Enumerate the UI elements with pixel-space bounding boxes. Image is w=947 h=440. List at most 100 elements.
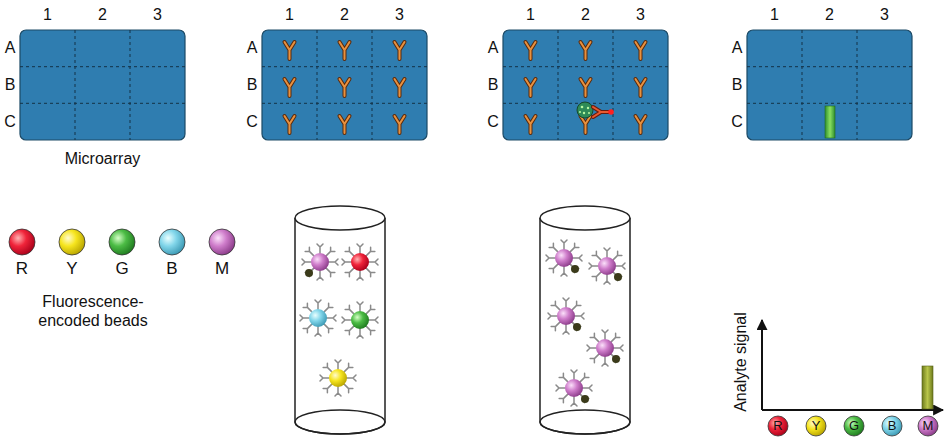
captured-beads (556, 370, 592, 406)
bound-microarray (636, 116, 646, 133)
captured-analyte (579, 111, 581, 113)
column-number: 2 (825, 5, 834, 24)
bead-circle (9, 229, 35, 255)
captured-analyte (577, 102, 593, 118)
encoded-bead: R (9, 229, 35, 281)
row-letter: C (731, 112, 743, 131)
bound-microarray (526, 79, 536, 96)
multiplex-beads (320, 360, 356, 396)
multiplex-beads (311, 253, 329, 271)
captured-beads (614, 273, 622, 281)
antibody-microarray (285, 79, 295, 96)
chart-axes (762, 320, 943, 410)
column-number: 2 (340, 5, 349, 24)
antibody-microarray (395, 116, 405, 133)
row-letter: B (488, 75, 499, 94)
panel-caption: Fluorescence-encoded beads (32, 292, 154, 330)
row-letter: C (246, 112, 258, 131)
row-letter: C (487, 112, 499, 131)
row-letter: A (247, 39, 258, 58)
microarray-grid (20, 30, 185, 140)
axis-letter: Y (812, 419, 821, 434)
antibody-microarray (340, 42, 350, 59)
captured-analyte (588, 112, 590, 114)
axis-bead-marker: G (844, 416, 864, 436)
captured-beads (587, 330, 623, 366)
multiplex-beads (342, 302, 378, 338)
antibody-microarray (262, 30, 427, 140)
captured-beads (555, 249, 573, 267)
bead-circle (844, 416, 864, 436)
axis-bead-marker: R (768, 416, 788, 436)
bead-tube (540, 206, 630, 434)
antibody-microarray (285, 116, 295, 133)
bead-letter: R (16, 259, 28, 279)
bead-circle (882, 416, 902, 436)
bead-tube (295, 206, 385, 434)
antibody-microarray (262, 30, 427, 140)
captured-beads (587, 330, 623, 366)
captured-analyte (581, 106, 584, 109)
captured-beads (546, 240, 625, 406)
antibody-microarray (262, 30, 427, 140)
bound-microarray (503, 30, 668, 140)
captured-beads (598, 257, 616, 275)
row-letter: B (247, 75, 258, 94)
encoded-bead: G (109, 229, 135, 281)
axis-bead-marker: Y (806, 416, 826, 436)
captured-beads (573, 323, 581, 331)
captured-beads (557, 307, 575, 325)
encoded-bead: M (209, 229, 235, 281)
captured-beads (571, 265, 579, 273)
panel-caption: Microarray (65, 149, 141, 168)
captured-beads (556, 370, 592, 406)
signal-bar (922, 366, 933, 409)
bead-tube (540, 218, 630, 434)
bound-microarray (636, 42, 646, 59)
multiplex-beads (342, 302, 378, 338)
bead-circle (768, 416, 788, 436)
axis-letter: R (773, 419, 782, 434)
encoded-bead: B (159, 229, 185, 281)
readout-microarray (747, 30, 912, 140)
multiplex-beads (300, 300, 336, 336)
readout-microarray (747, 30, 912, 140)
bound-microarray (503, 30, 668, 140)
captured-beads (581, 395, 589, 403)
axis-bead-marker: B (882, 416, 902, 436)
detection-antibody (593, 107, 610, 117)
bead-outline (9, 229, 35, 255)
column-number: 3 (636, 5, 645, 24)
bead-letter: G (115, 259, 128, 279)
microarray-grid (20, 30, 185, 140)
column-number: 2 (98, 5, 107, 24)
multiplex-beads (342, 244, 378, 280)
row-letter: B (5, 75, 16, 94)
antibody-microarray (395, 42, 405, 59)
bead-letter: M (215, 259, 229, 279)
bead-outline (159, 229, 185, 255)
bound-microarray (581, 42, 591, 59)
column-number: 3 (395, 5, 404, 24)
row-letter: C (4, 112, 16, 131)
captured-analyte (583, 112, 585, 114)
bead-letter: Y (66, 259, 77, 279)
multiplex-beads (351, 253, 369, 271)
bead-circle (159, 229, 185, 255)
bead-tube (540, 206, 630, 230)
bead-circle (806, 416, 826, 436)
axis-letter: B (888, 419, 897, 434)
multiplex-beads (305, 269, 313, 277)
captured-beads (589, 248, 625, 284)
microarray-grid (20, 30, 185, 140)
bead-tube (540, 410, 630, 434)
bead-tube (295, 218, 385, 434)
bead-letter: B (166, 259, 177, 279)
detection-antibody (593, 107, 610, 117)
chart-axes (761, 320, 763, 410)
bead-circle (109, 229, 135, 255)
axis-title: Analyte signal (731, 312, 750, 412)
captured-analyte (577, 102, 593, 118)
